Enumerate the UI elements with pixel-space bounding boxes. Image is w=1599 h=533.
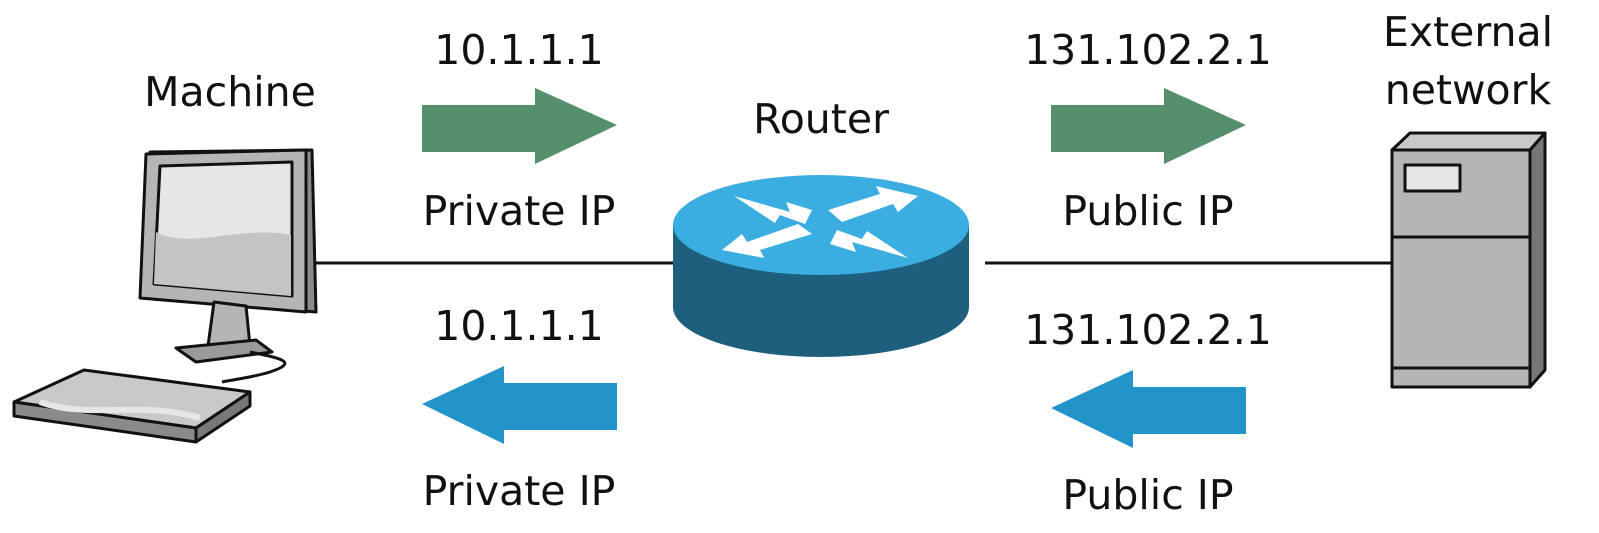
external-network-label-line2: network bbox=[1385, 66, 1552, 114]
inbound-public-arrow bbox=[1051, 370, 1246, 448]
outbound-public-label: Public IP bbox=[1062, 187, 1233, 235]
outbound-public-ip: 131.102.2.1 bbox=[1024, 26, 1272, 74]
outbound-private-label: Private IP bbox=[423, 187, 616, 235]
inbound-private-ip: 10.1.1.1 bbox=[434, 302, 604, 350]
inbound-public-ip: 131.102.2.1 bbox=[1024, 306, 1272, 354]
inbound-public-label: Public IP bbox=[1062, 471, 1233, 519]
outbound-private-ip: 10.1.1.1 bbox=[434, 26, 604, 74]
outbound-public-arrow bbox=[1051, 88, 1246, 164]
external-network-label-line1: External bbox=[1383, 8, 1553, 56]
router-icon bbox=[673, 175, 969, 357]
server-tower-icon bbox=[1390, 131, 1547, 389]
inbound-private-arrow bbox=[422, 366, 617, 444]
inbound-private-label: Private IP bbox=[423, 467, 616, 515]
outbound-private-arrow bbox=[422, 88, 617, 164]
desktop-computer-icon bbox=[12, 148, 318, 444]
machine-label: Machine bbox=[144, 68, 316, 116]
router-label: Router bbox=[753, 95, 889, 143]
